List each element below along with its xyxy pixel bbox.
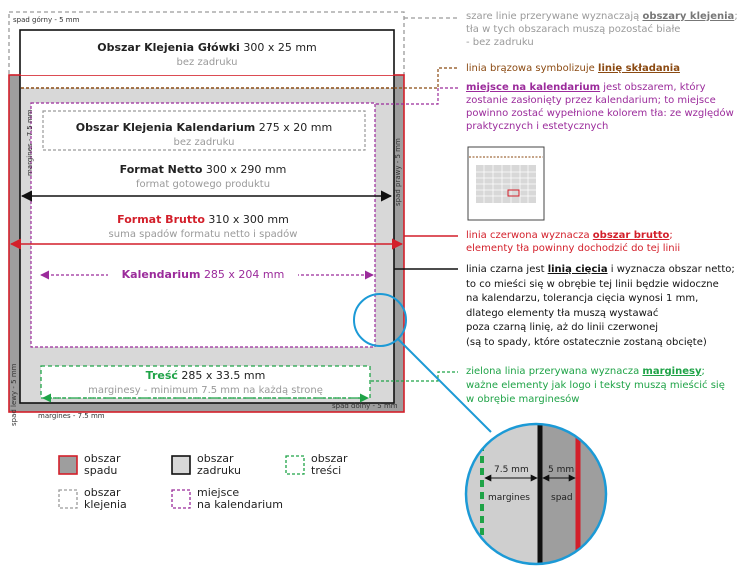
note-black-pre: linia czarna jest [466,264,548,275]
spad-lewy-label: spad lewy - 5 mm [10,363,18,426]
tresc-box: Treść 285 x 33.5 mm marginesy - minimum … [41,369,370,398]
head-glue-title: Obszar Klejenia Główki [97,41,240,54]
legend-label-tresc: obszar treści [311,452,348,477]
zoom-circle-border [464,422,608,566]
zoom-circle [466,424,606,564]
legend-label-zadruk: obszar zadruku [197,452,241,477]
kalendarium-title: Kalendarium [121,268,201,281]
margines-bottom-label: margines - 7.5 mm [38,412,105,420]
brutto-box: Format Brutto 310 x 300 mm suma spadów f… [31,213,375,242]
magnifier-line [397,338,492,433]
spad-dolny-label: spad dolny - 5 mm [332,402,398,410]
cal-glue-area [42,110,366,151]
green-connector [371,371,458,382]
note-gray-pre: szare linie przerywane wyznaczają [466,11,643,22]
brutto-dims: 310 x 300 mm [208,213,289,226]
note-red-post: ; elementy tła powinny dochodzić do tej … [466,230,681,254]
purple-connector [376,87,458,105]
note-green-post: ; ważne elementy jak logo i teksty muszą… [466,366,725,405]
spad-gorny-label: spad górny - 5 mm [13,16,80,24]
tresc-dims: 285 x 33.5 mm [181,369,266,382]
tresc-area [40,365,371,399]
legend-label-spad: obszar spadu [84,452,121,477]
netto-sub: format gotowego produktu [135,179,271,190]
netto-box: Format Netto 300 x 290 mm format gotoweg… [31,163,375,192]
brown-connector [394,67,458,89]
legend-swatch-tresc [285,455,305,475]
netto-cut-line [19,29,395,404]
note-purple-post: jest obszarem, który zostanie zasłonięty… [466,82,734,132]
head-glue-white [21,31,393,75]
note-red-link: obszar brutto [592,230,670,241]
note-purple-link: miejsce na kalendarium [466,82,601,93]
note-gray: szare linie przerywane wyznaczają obszar… [466,10,746,49]
head-glue-sub: bez zadruku [176,57,238,68]
note-green: zielona linia przerywana wyznacza margin… [466,365,746,407]
brutto-title: Format Brutto [117,213,205,226]
head-glue-box: Obszar Klejenia Główki 300 x 25 mm bez z… [21,41,393,70]
legend-swatch-kalendarium [171,489,191,509]
note-black: linia czarna jest linią cięcia i wyznacz… [466,263,746,350]
legend-swatch-zadruk [171,455,191,475]
netto-dims: 300 x 290 mm [205,163,287,176]
cal-glue-sub: bez zadruku [173,137,235,148]
tresc-title: Treść [145,369,178,382]
cal-glue-title: Obszar Klejenia Kalendarium [75,121,256,134]
note-green-link: marginesy [642,366,702,377]
kalendarium-box: Kalendarium 285 x 204 mm [108,268,298,282]
note-gray-link: obszary klejenia [642,11,735,22]
note-red-pre: linia czerwona wyznacza [466,230,593,241]
note-brown-link: linię składania [598,63,680,74]
legend-swatch-spad [58,455,78,475]
magnifier-small [353,293,407,347]
note-red: linia czerwona wyznacza obszar brutto; e… [466,229,746,255]
zoom-label-right: spad [551,493,573,503]
cal-glue-dims: 275 x 20 mm [258,121,333,134]
note-green-pre: zielona linia przerywana wyznacza [466,366,643,377]
tresc-sub: marginesy - minimum 7.5 mm na każdą stro… [88,385,323,396]
note-black-post: i wyznacza obszar netto; to co mieści si… [466,264,735,348]
spad-prawy-label: spad prawy - 5 mm [394,138,402,206]
zoom-dim-left: 7.5 mm [494,465,529,475]
zoom-dim-right: 5 mm [548,465,575,475]
head-glue-dims: 300 x 25 mm [243,41,317,54]
brutto-sub: suma spadów formatu netto i spadów [108,229,298,240]
cal-glue-box: Obszar Klejenia Kalendarium 275 x 20 mm … [43,121,365,150]
note-black-link: linią cięcia [547,264,608,275]
note-brown-pre: linia brązowa symbolizuje [466,63,599,74]
note-gray-post: ; tła w tych obszarach muszą pozostać bi… [466,11,738,48]
note-purple: miejsce na kalendarium jest obszarem, kt… [466,81,746,133]
note-brown: linia brązowa symbolizuje linię składani… [466,62,746,76]
legend-label-klejenie: obszar klejenia [84,486,127,511]
kalendarium-dims: 285 x 204 mm [203,268,285,281]
zoom-label-left: margines [488,493,530,503]
legend-swatch-klejenie [58,489,78,509]
legend-label-kalendarium: miejsce na kalendarium [197,486,283,511]
calendar-thumbnail [467,146,545,221]
netto-title: Format Netto [119,163,203,176]
head-glue-outer-dashed [8,11,405,76]
